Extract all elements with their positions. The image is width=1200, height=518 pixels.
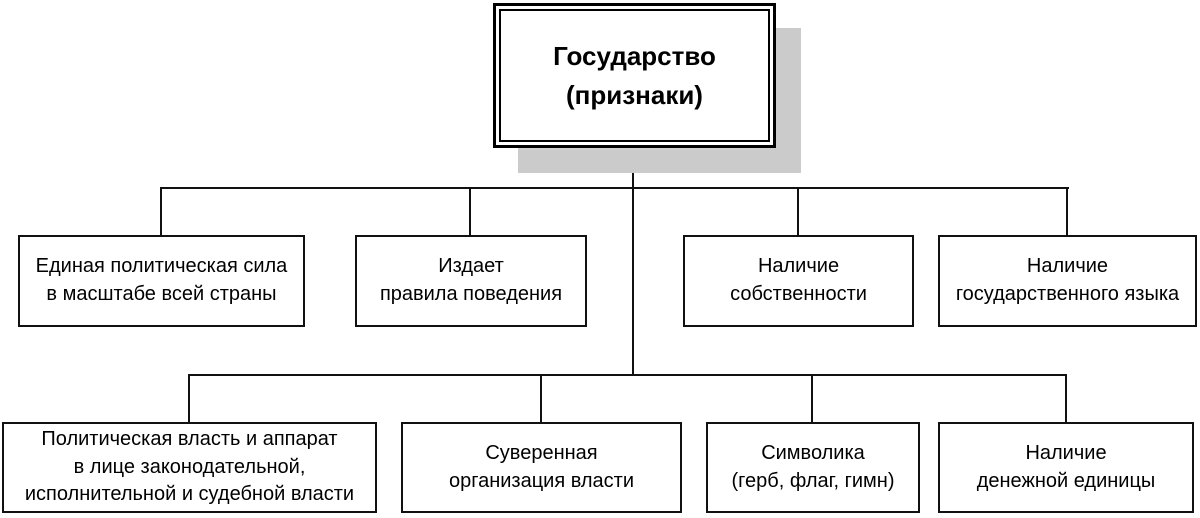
node-label: Символика (герб, флаг, гимн) (731, 441, 895, 492)
connector-drop-row2-3 (811, 374, 813, 422)
node-symbols: Символика (герб, флаг, гимн) (706, 422, 920, 513)
node-political-power-apparatus: Политическая власть и аппарат в лице зак… (2, 422, 377, 513)
node-label: Суверенная организация власти (448, 441, 635, 492)
connector-drop-row2-2 (540, 374, 542, 422)
connector-drop-row1-1 (160, 187, 162, 235)
connector-rail-row2 (188, 374, 1067, 376)
node-unified-political-force: Единая политическая сила в масштабе всей… (18, 235, 305, 327)
node-label: Наличие собственности (730, 255, 867, 305)
node-issues-rules-of-conduct: Издает правила поведения (355, 235, 587, 327)
node-label: Наличие денежной единицы (976, 441, 1156, 492)
node-label: Издает правила поведения (379, 255, 563, 305)
connector-rail-row1 (160, 187, 1069, 189)
node-sovereign-organization: Суверенная организация власти (401, 422, 682, 513)
connector-drop-row1-3 (797, 187, 799, 235)
connector-drop-row2-4 (1065, 374, 1067, 422)
node-property-ownership: Наличие собственности (683, 235, 914, 327)
node-monetary-unit: Наличие денежной единицы (938, 422, 1194, 513)
root-box-inner-border: Государство (признаки) (499, 9, 770, 142)
connector-drop-row2-1 (188, 374, 190, 422)
node-root-state: Государство (признаки) (493, 3, 776, 148)
node-label: Политическая власть и аппарат в лице зак… (24, 428, 355, 506)
node-state-language: Наличие государственного языка (938, 235, 1197, 327)
root-title: Государство (признаки) (553, 40, 716, 110)
connector-drop-row1-4 (1066, 187, 1068, 235)
node-label: Единая политическая сила в масштабе всей… (35, 255, 288, 305)
connector-trunk-line (632, 148, 634, 375)
node-label: Наличие государственного языка (955, 255, 1180, 305)
connector-drop-row1-2 (469, 187, 471, 235)
